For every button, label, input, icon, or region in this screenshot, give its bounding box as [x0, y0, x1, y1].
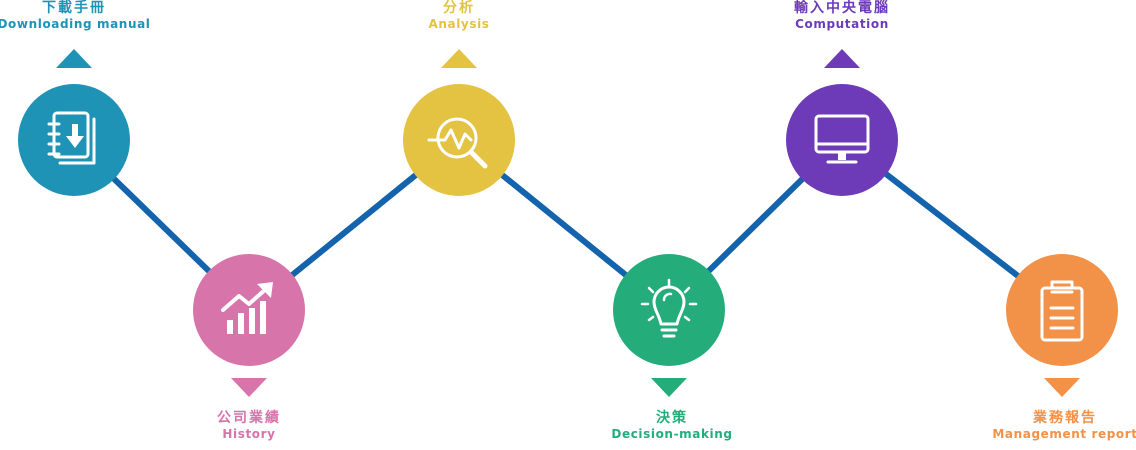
step-circle-analysis	[403, 84, 515, 196]
pointer-triangle-analysis	[441, 49, 477, 68]
step-label-history: 公司業績 History	[217, 410, 281, 442]
step-label-analysis: 分析 Analysis	[428, 0, 489, 32]
download-manual-icon	[47, 111, 96, 165]
step-title-zh-decision: 決策	[656, 410, 688, 426]
lightbulb-icon	[640, 278, 698, 338]
step-title-zh-history: 公司業績	[217, 410, 281, 426]
step-title-zh-computation: 輸入中央電腦	[794, 0, 890, 16]
step-circle-report	[1006, 254, 1118, 366]
step-title-en-computation: Computation	[795, 17, 889, 31]
step-label-report: 業務報告 Management report	[992, 410, 1136, 442]
step-circle-decision	[613, 254, 725, 366]
step-title-en-report: Management report	[992, 427, 1136, 441]
step-circle-computation	[786, 84, 898, 196]
magnifier-pulse-icon	[427, 117, 488, 169]
growth-chart-icon	[221, 282, 273, 334]
step-title-zh-analysis: 分析	[443, 0, 475, 16]
step-title-en-download: Downloading manual	[0, 17, 151, 31]
monitor-icon	[814, 114, 870, 164]
step-label-computation: 輸入中央電腦 Computation	[794, 0, 890, 32]
step-title-en-decision: Decision-making	[611, 427, 733, 441]
step-label-download: 下載手冊 Downloading manual	[0, 0, 151, 32]
step-title-en-history: History	[222, 427, 276, 441]
step-circles	[18, 84, 1118, 366]
pointer-triangle-history	[231, 378, 267, 397]
clipboard-icon	[1040, 280, 1084, 342]
step-title-zh-download: 下載手冊	[41, 0, 106, 16]
pointer-triangle-computation	[824, 49, 860, 68]
step-title-zh-report: 業務報告	[1032, 410, 1097, 426]
pointer-triangles	[56, 49, 1080, 397]
pointer-triangle-decision	[651, 378, 687, 397]
pointer-triangle-download	[56, 49, 92, 68]
pointer-triangle-report	[1044, 378, 1080, 397]
step-label-decision: 決策 Decision-making	[611, 410, 732, 442]
step-title-en-analysis: Analysis	[428, 17, 490, 31]
